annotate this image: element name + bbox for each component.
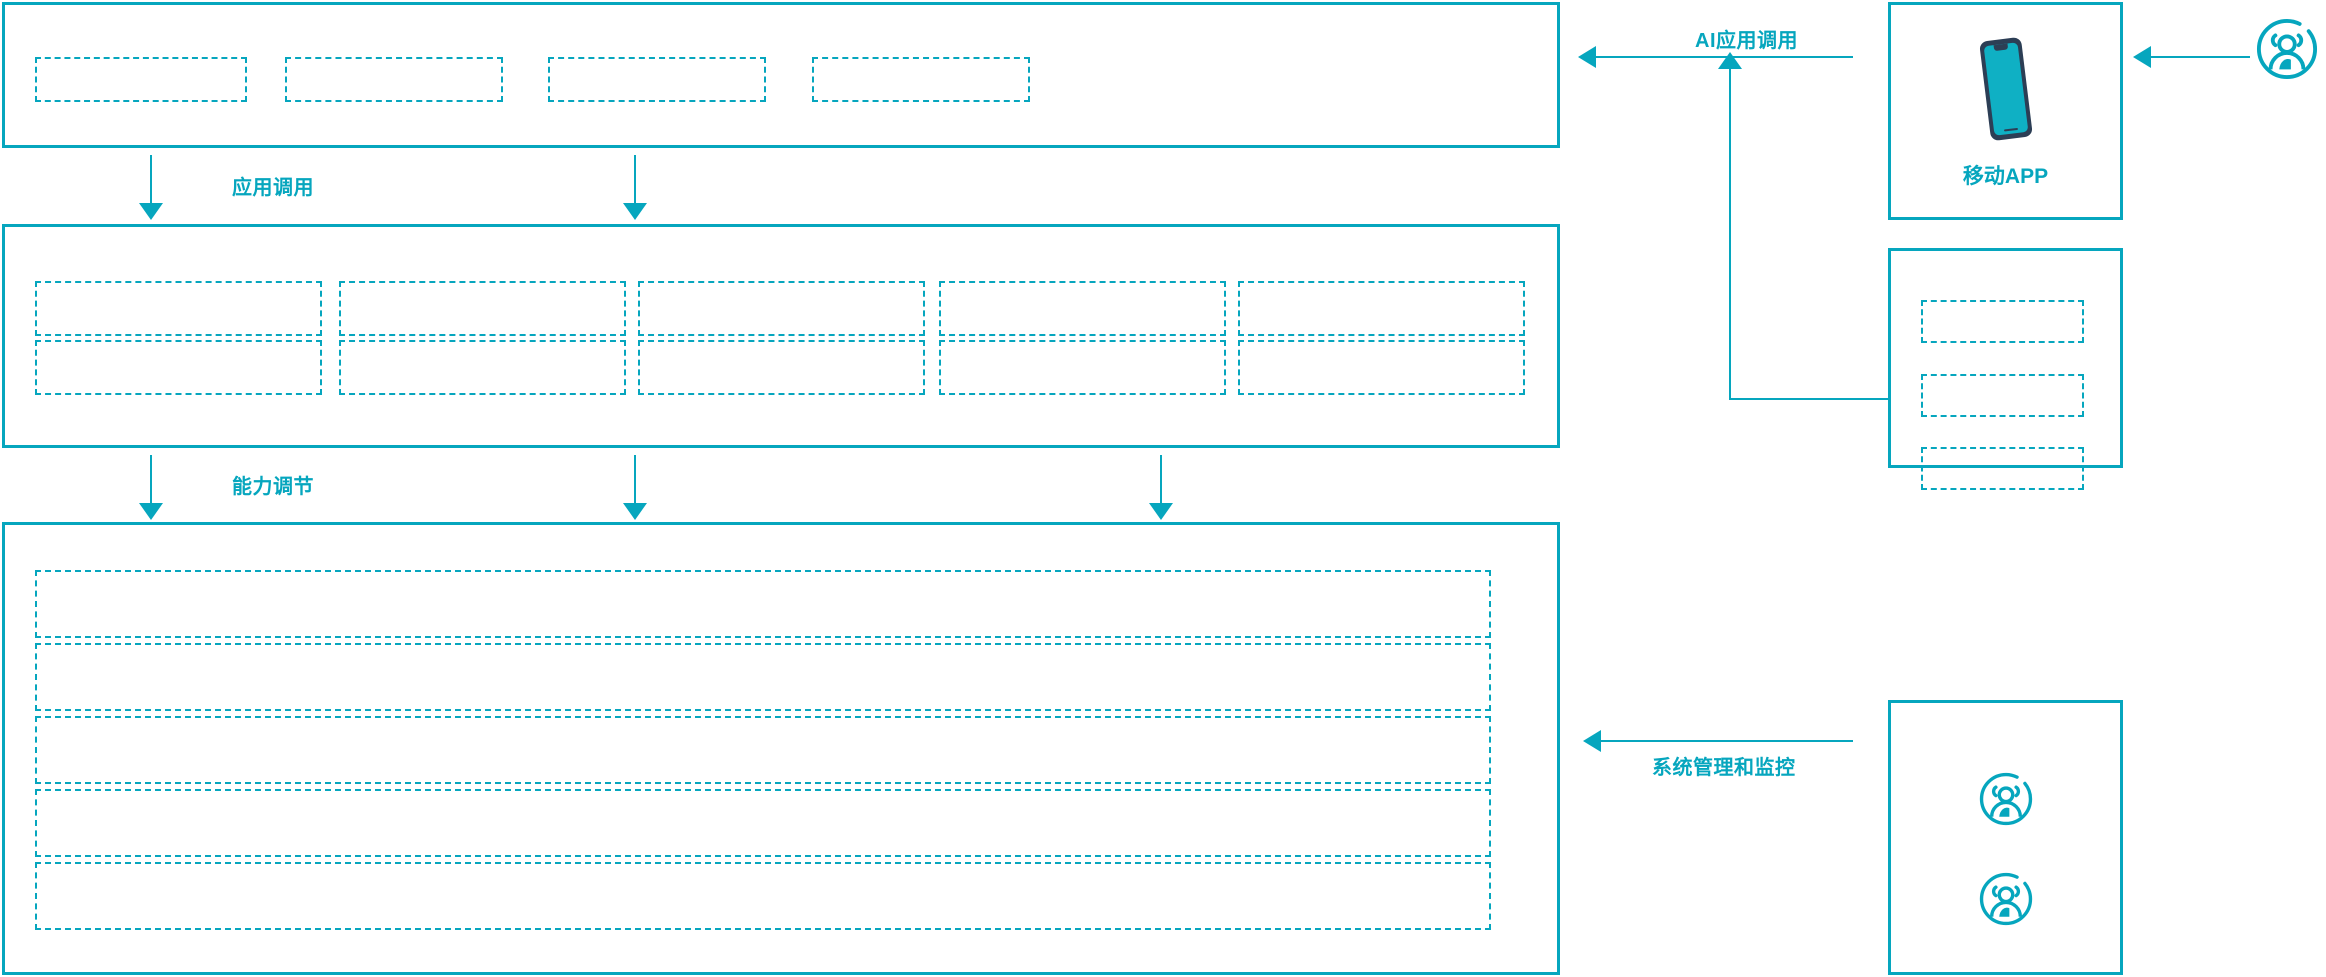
mobile-app-label: 移动APP <box>1962 165 2049 188</box>
mobile-app-card[interactable] <box>1888 2 2123 220</box>
capability-box-r1c3[interactable] <box>638 281 925 336</box>
user-group-icon-operations-1 <box>1979 772 2033 826</box>
operations-card[interactable] <box>1888 700 2123 975</box>
capability-box-r1c2[interactable] <box>339 281 626 336</box>
capability-box-r2c1[interactable] <box>35 340 322 395</box>
application-layer-box-1[interactable] <box>35 57 247 102</box>
infrastructure-row-4[interactable] <box>35 789 1491 857</box>
application-layer-box-2[interactable] <box>285 57 503 102</box>
capability-box-r2c2[interactable] <box>339 340 626 395</box>
user-group-icon-external <box>2256 18 2318 80</box>
system-management-label: 系统管理和监控 <box>1652 757 1796 779</box>
infrastructure-row-1[interactable] <box>35 570 1491 638</box>
capability-box-r1c4[interactable] <box>939 281 1226 336</box>
mobile-phone-icon <box>1975 33 2037 145</box>
application-call-label: 应用调用 <box>232 177 314 199</box>
capability-box-r2c5[interactable] <box>1238 340 1525 395</box>
user-group-icon-operations-2 <box>1979 872 2033 926</box>
module-stack-item-3[interactable] <box>1921 447 2084 490</box>
capability-box-r2c3[interactable] <box>638 340 925 395</box>
capability-box-r1c5[interactable] <box>1238 281 1525 336</box>
application-layer-container <box>2 2 1560 148</box>
capability-box-r2c4[interactable] <box>939 340 1226 395</box>
module-stack-item-2[interactable] <box>1921 374 2084 417</box>
capability-box-r1c1[interactable] <box>35 281 322 336</box>
ai-application-call-label: AI应用调用 <box>1695 30 1798 52</box>
capability-adjust-label: 能力调节 <box>232 476 314 498</box>
infrastructure-row-2[interactable] <box>35 643 1491 711</box>
module-stack-card[interactable] <box>1888 248 2123 468</box>
infrastructure-row-5[interactable] <box>35 862 1491 930</box>
capability-layer-container <box>2 224 1560 448</box>
module-stack-item-1[interactable] <box>1921 300 2084 343</box>
infrastructure-row-3[interactable] <box>35 716 1491 784</box>
infrastructure-layer-container <box>2 522 1560 975</box>
application-layer-box-4[interactable] <box>812 57 1030 102</box>
application-layer-box-3[interactable] <box>548 57 766 102</box>
